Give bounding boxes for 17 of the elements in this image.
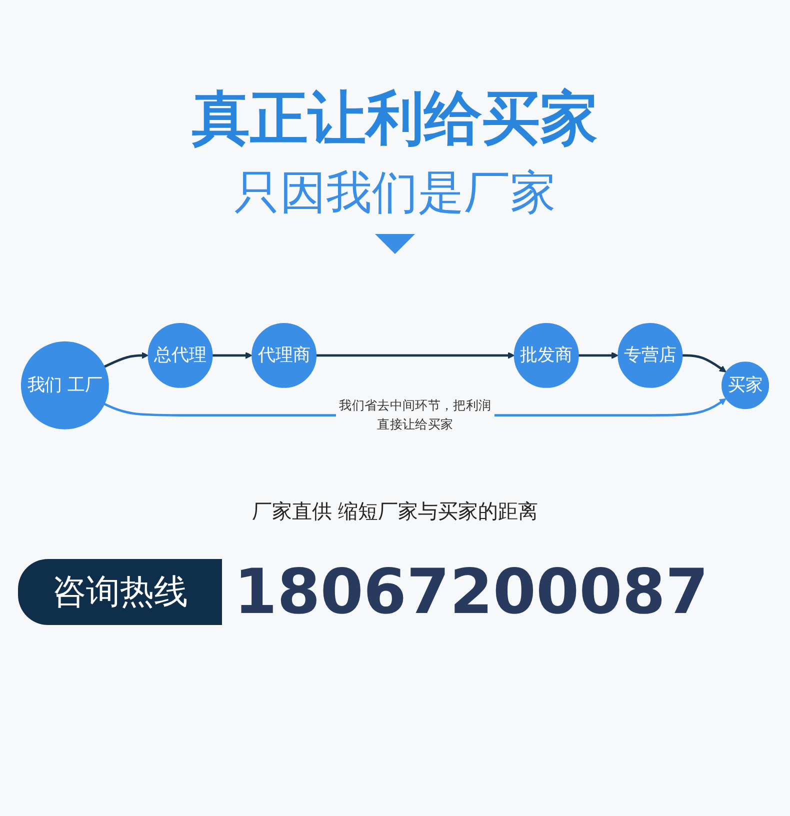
node-circle: 专营店: [618, 323, 683, 388]
node-circle: 我们 工厂: [20, 342, 109, 430]
subheadline: 只因我们是厂家: [233, 164, 557, 221]
arrow: [682, 354, 726, 373]
node-circle: 买家: [722, 362, 770, 410]
phone-number: 18067200087: [234, 555, 709, 628]
headline: 真正让利给买家: [191, 83, 599, 154]
arrow: [578, 352, 618, 360]
note-text: 厂家直供 缩短厂家与买家的距离: [250, 498, 540, 525]
arrow: [104, 352, 148, 368]
node-circle: 总代理: [148, 323, 213, 388]
arrow: [316, 352, 515, 360]
arrow: [212, 352, 252, 360]
node-circle: 批发商: [514, 323, 579, 388]
hotline-label: 咨询热线: [18, 558, 222, 624]
node-circle: 代理商: [252, 323, 317, 388]
edge-label: 我们省去中间环节，把利润直接让给买家: [339, 398, 492, 432]
